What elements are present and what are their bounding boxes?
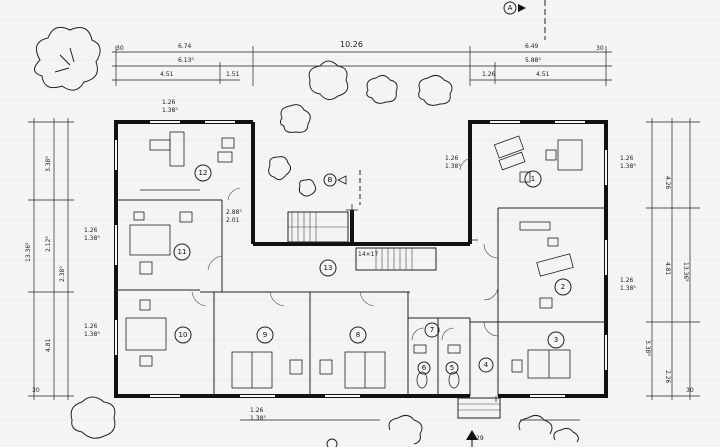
dim-top-total: 10.26 [340, 40, 363, 49]
dim-win-w-4: 1.26 [620, 155, 634, 162]
room-11-circle [173, 243, 191, 261]
dim-win-h-5: 1.38⁵ [620, 285, 636, 292]
room-2-label: 2 [561, 283, 565, 291]
dim-top-right: 6.49 [525, 43, 539, 50]
dim-top-right-b: 1.26 [482, 71, 496, 78]
dim-right-a: 4.26 [664, 176, 671, 190]
dim-stair: 14×17 [358, 251, 378, 258]
room-5-label: 5 [450, 364, 454, 372]
room-10-label: 10 [179, 331, 188, 339]
room-1-circle [524, 170, 542, 188]
entrance-steps [457, 397, 501, 419]
dimension-lines [28, 46, 700, 421]
room-8-label: 8 [356, 331, 360, 339]
room-11-label: 11 [178, 248, 187, 256]
dim-win-h-4: 1.38⁵ [620, 163, 636, 170]
dim-top-right-c: 30 [596, 45, 604, 52]
room-3-label: 3 [554, 336, 558, 344]
dim-top-right-sub: 5.88⁵ [525, 57, 541, 64]
interior-walls [116, 199, 606, 396]
room-10-circle [174, 326, 192, 344]
dim-left-a: 3.38⁵ [45, 156, 52, 172]
room-9-label: 9 [263, 331, 267, 339]
room-13-label: 13 [324, 264, 333, 272]
dim-top-left-b: 1.51 [226, 71, 240, 78]
dim-right-d: 2.26 [664, 370, 671, 384]
stair-upper [287, 211, 349, 243]
dim-win-h-7: 1.38⁵ [445, 163, 461, 170]
windows [115, 121, 607, 397]
dim-right-b: 4.81 [664, 262, 671, 276]
dim-win-h-6: 1.38⁵ [250, 415, 266, 422]
dim-top-left-sub: 6.13⁵ [178, 57, 194, 64]
dim-win-w-6: 1.26 [250, 407, 264, 414]
dim-right-total: 13.36⁵ [682, 262, 689, 282]
dim-left-b: 2.12⁵ [45, 236, 52, 252]
room-6-label: 6 [422, 364, 427, 372]
room-12-label: 12 [199, 169, 208, 177]
room-4-circle [478, 357, 494, 373]
dimension-labels: 6.74 6.13⁵ 4.51 1.51 30 10.26 6.49 5.88⁵… [25, 40, 694, 442]
entrance-arrow [326, 430, 478, 447]
section-marker-b: B [323, 170, 361, 205]
room-6-circle [417, 361, 431, 375]
room-12-circle [194, 164, 212, 182]
room-13-circle [319, 259, 337, 277]
room-7-label: 7 [430, 326, 434, 334]
door-swings [191, 157, 499, 341]
section-marker-a-label: A [508, 4, 513, 12]
room-7-circle [424, 322, 440, 338]
dim-win-h-1: 1.38⁵ [162, 107, 178, 114]
dim-left-c: 2.38⁵ [59, 266, 66, 282]
stair-lower [355, 247, 437, 271]
dim-win-w-7: 1.26 [445, 155, 459, 162]
dim-win-w-2: 1.26 [84, 227, 98, 234]
dim-top-right-a: 4.51 [536, 71, 550, 78]
dim-left-total: 13.36⁵ [25, 242, 32, 262]
dim-top-left-c: 30 [116, 45, 124, 52]
dim-right-c: 3.38⁵ [644, 340, 651, 356]
dim-win-w-5: 1.26 [620, 277, 634, 284]
room-2-circle [554, 278, 572, 296]
room-4-label: 4 [484, 361, 489, 369]
room-5-circle [445, 361, 459, 375]
section-marker-b-label: B [328, 176, 333, 184]
dim-win-h-3: 1.38⁵ [84, 331, 100, 338]
dim-win-h-2: 1.38⁵ [84, 235, 100, 242]
room-8-circle [349, 326, 367, 344]
dim-top-left-a: 4.51 [160, 71, 174, 78]
landscape-trees [34, 26, 579, 445]
dim-left-d: 4.81 [45, 338, 52, 352]
room-1-label: 1 [531, 175, 535, 183]
furniture [125, 131, 583, 389]
dim-right-e: 30 [686, 387, 694, 394]
dim-stair-step: 29 [476, 435, 484, 442]
dim-door-w: 2.01 [226, 217, 240, 224]
dim-win-w-3: 1.26 [84, 323, 98, 330]
room-labels: 12 11 10 9 8 7 6 5 4 3 2 1 13 [173, 164, 572, 375]
room-9-circle [256, 326, 274, 344]
section-marker-a: A [503, 0, 546, 40]
dim-win-w-1: 1.26 [162, 99, 176, 106]
dim-door-h: 2.88⁵ [226, 209, 242, 216]
dim-top-left: 6.74 [178, 43, 192, 50]
room-3-circle [547, 331, 565, 349]
dim-left-e: 30 [32, 387, 40, 394]
column-ticks [346, 204, 497, 402]
